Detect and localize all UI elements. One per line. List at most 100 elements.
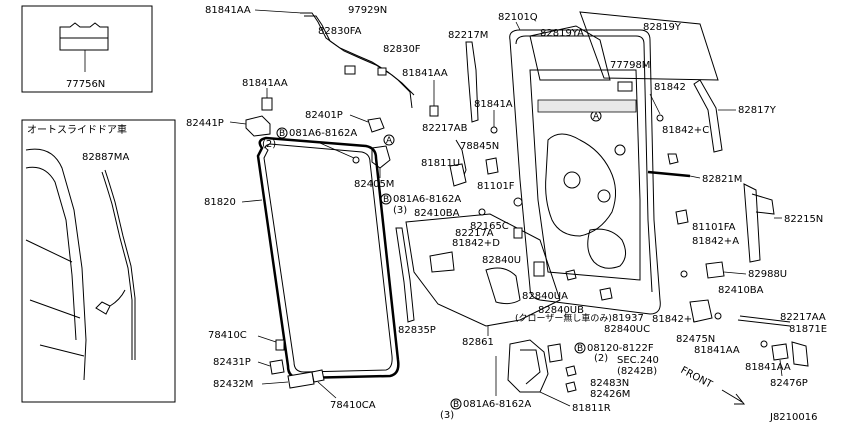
label-82840UA: 82840UA	[522, 291, 568, 302]
label-81937: 81937	[612, 313, 644, 324]
part-78410C	[275, 339, 285, 351]
door-inner-panel	[529, 69, 641, 281]
leader-82101Q	[515, 21, 521, 31]
hinge-bracket	[547, 343, 563, 363]
door-belt-molding	[537, 99, 637, 113]
leader-78410C	[257, 335, 277, 343]
door-hole-5	[614, 144, 626, 156]
label-81811U: 81811U	[421, 158, 460, 169]
bolt-b-letter-1: B	[279, 129, 285, 139]
leader-82476P	[779, 359, 783, 377]
clip-82165C	[513, 197, 523, 207]
label-82432M: 82432M	[213, 379, 253, 390]
label-81842B: 81842+B	[652, 314, 699, 325]
label-78845N: 78845N	[460, 141, 499, 152]
glass-82819Y	[579, 11, 719, 81]
bolt-b-letter-3: B	[453, 400, 459, 410]
inset-auto-door-box	[21, 119, 176, 403]
auto-door-harness	[101, 171, 133, 360]
clip-82830F	[344, 65, 356, 75]
label-82840UB-note: (クローザー無し車のみ)	[515, 312, 612, 324]
part-78845N	[485, 157, 499, 175]
strip-82835P	[395, 227, 415, 323]
label-81811R: 81811R	[572, 403, 611, 414]
trim-pocket	[429, 251, 455, 273]
label-82817Y: 82817Y	[738, 105, 777, 116]
hinge-82441P	[245, 115, 271, 137]
label-81841AA-mid: 81841AA	[242, 78, 288, 89]
label-82401P: 82401P	[305, 110, 343, 121]
auto-door-harness-2	[104, 169, 136, 360]
label-08120-8122F: 08120-8122F	[587, 343, 654, 354]
label-82431P: 82431P	[213, 357, 251, 368]
glass-82819YA	[529, 25, 611, 81]
leader-82821M	[689, 175, 701, 179]
label-81101F: 81101F	[477, 181, 515, 192]
label-78410CA: 78410CA	[330, 400, 376, 411]
part-82476P	[771, 343, 789, 361]
bolt-b-icon-3	[450, 398, 462, 410]
part-82988U	[705, 261, 725, 279]
rod-82217AA	[737, 319, 791, 327]
harness-82830FA	[300, 12, 413, 109]
trim-clips	[565, 269, 613, 301]
label-081A6-8162A-1: 081A6-8162A	[289, 128, 357, 139]
label-81842: 81842	[654, 82, 686, 93]
part-82432M	[287, 371, 315, 389]
leader-81841AA-top	[254, 9, 303, 14]
label-82861: 82861	[462, 337, 494, 348]
label-081A6-8162A-3-qty: (3)	[440, 410, 454, 421]
label-78410C: 78410C	[208, 330, 247, 341]
part-82431P	[269, 359, 285, 375]
label-81841AA-c: 81841AA	[694, 345, 740, 356]
inset-door-details	[25, 239, 85, 357]
label-82819Y: 82819Y	[643, 22, 682, 33]
label-82988U: 82988U	[748, 269, 787, 280]
front-label: FRONT	[679, 365, 715, 391]
label-81841A: 81841A	[474, 99, 513, 110]
label-81841AA-d: 81841AA	[745, 362, 791, 373]
clip-81842D	[513, 227, 523, 239]
bolt-b-letter-4: B	[577, 344, 583, 354]
trim-handle-82840UA	[485, 267, 521, 305]
inset-door-outline-2	[25, 166, 77, 341]
bolt-82410BA	[478, 208, 486, 216]
label-82483N: 82483N	[590, 378, 629, 389]
bolt-81842-c	[667, 153, 679, 165]
leader-82441P	[229, 121, 247, 125]
front-arrow-icon	[721, 389, 746, 405]
hinge-81811R-inner	[520, 349, 541, 385]
callout-a-letter-1: A	[386, 136, 393, 146]
label-81841AA-top: 81841AA	[205, 5, 251, 16]
label-81101FA: 81101FA	[692, 222, 736, 233]
leader-82401P	[349, 114, 369, 123]
bolt-81842	[656, 114, 664, 122]
label-82887MA: 82887MA	[82, 152, 129, 163]
bolt-82410BA-b	[680, 270, 688, 278]
label-81842C: 81842+C	[662, 125, 709, 136]
door-hole-1	[545, 133, 616, 237]
label-82165C: 82165C	[470, 221, 509, 232]
auto-door-connector	[95, 289, 126, 315]
door-hole-2	[587, 228, 626, 269]
clip-81841AA-b	[429, 105, 439, 117]
door-frame-inner	[515, 35, 653, 293]
label-82217AB: 82217AB	[422, 123, 468, 134]
label-82217AA: 82217AA	[780, 312, 826, 323]
part-78410CA	[311, 369, 325, 383]
rail-82821M	[647, 170, 691, 178]
strip-82217M	[465, 41, 479, 123]
leader-81842	[649, 93, 661, 115]
weatherstrip-81820-inner	[263, 143, 393, 373]
callout-a-letter-2: A	[593, 112, 600, 122]
trim-panel-82861	[405, 213, 561, 327]
part-77798M	[617, 81, 633, 92]
label-82215N: 82215N	[784, 214, 823, 225]
label-08120-8122F-qty: (2)	[594, 353, 608, 364]
label-82476P: 82476P	[770, 378, 808, 389]
leader-78410CA	[317, 381, 337, 399]
small-hinge-parts	[565, 365, 577, 393]
regulator-82215N	[743, 183, 775, 263]
